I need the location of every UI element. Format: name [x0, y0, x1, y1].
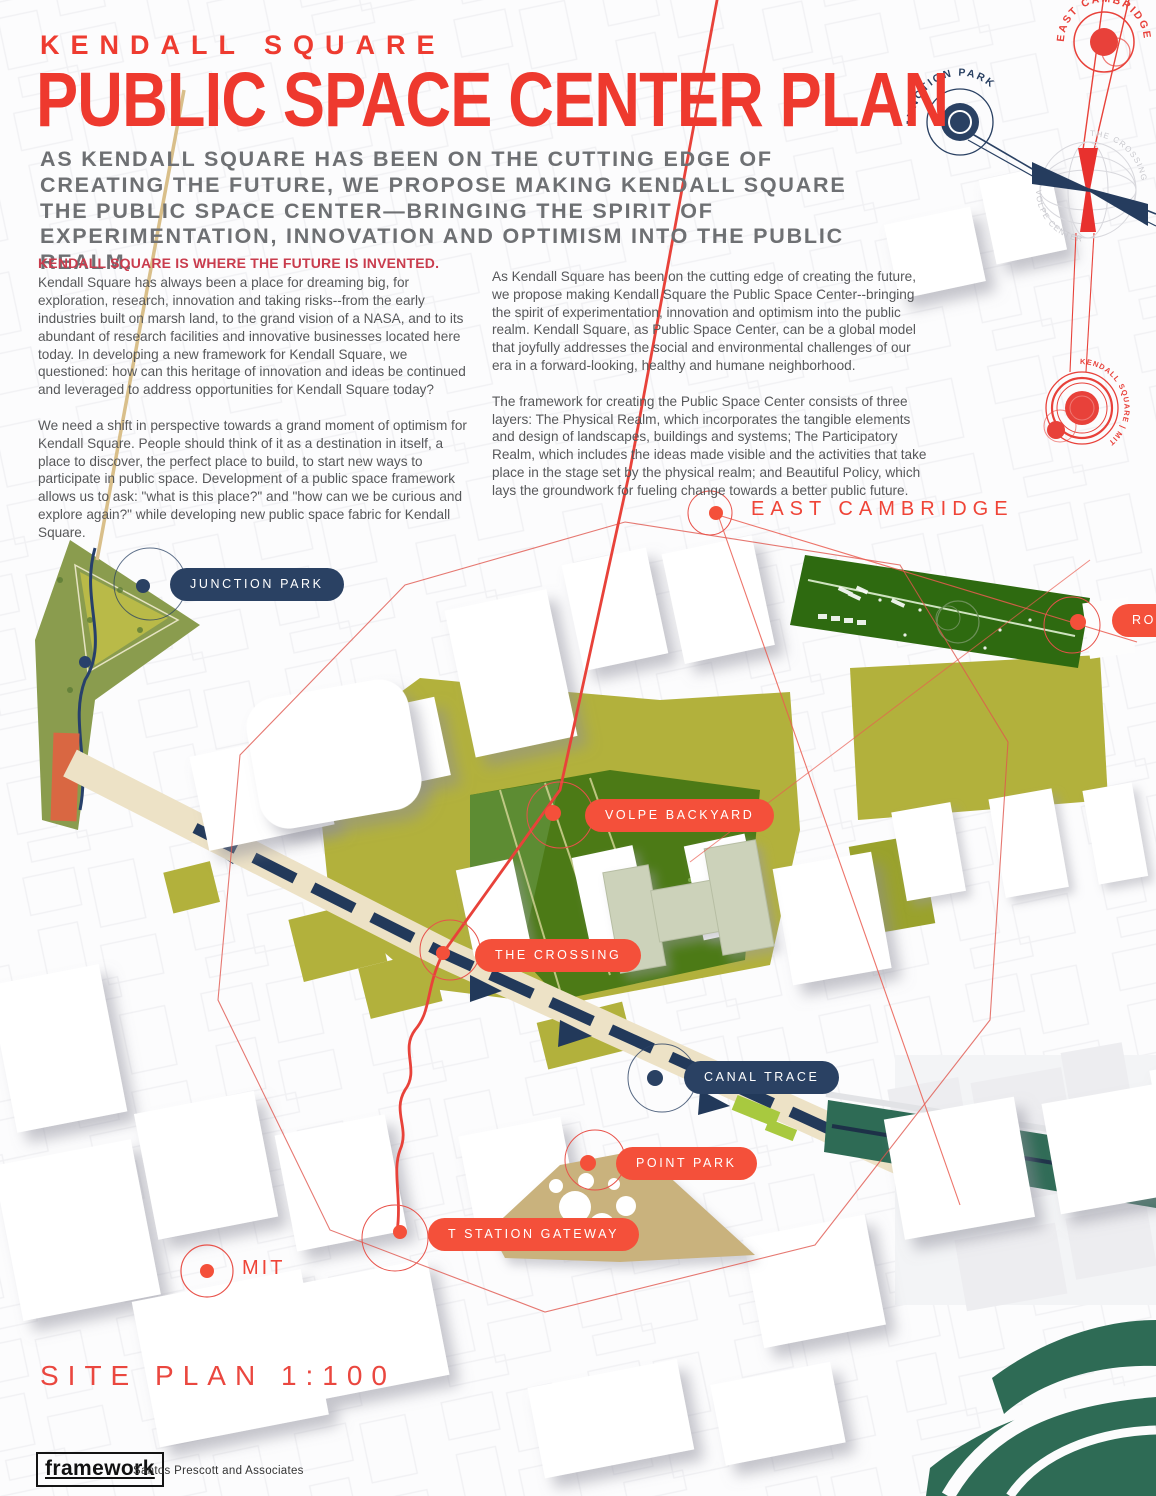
olive-park-areas — [163, 655, 1108, 1070]
diagram-kendall-mit-label: KENDALL SQUARE | MIT — [1080, 357, 1131, 448]
diagram-east-cambridge-label: EAST CAMBRIDGE — [1055, 0, 1151, 42]
gray-building-cluster — [887, 1042, 1156, 1312]
intro-right-paragraph-1: As Kendall Square has been on the cuttin… — [492, 269, 916, 373]
svg-text:EAST CAMBRIDGE: EAST CAMBRIDGE — [1055, 0, 1153, 42]
poster-kicker: KENDALL SQUARE — [40, 30, 446, 60]
diagram-volpe-center-label: VOLPE CENTER — [1034, 190, 1083, 244]
svg-text:KENDALL SQUARE | MIT: KENDALL SQUARE | MIT — [1080, 357, 1132, 448]
east-cambridge-park — [790, 555, 1136, 668]
diagram-crossing-sphere: THE CROSSING VOLPE CENTER — [1032, 129, 1149, 244]
canal-trace-water — [192, 823, 878, 1156]
firm-name: Santos Prescott and Associates — [133, 1465, 304, 1477]
intro-left-column: KENDALL SQUARE IS WHERE THE FUTURE IS IN… — [38, 254, 470, 559]
poster-subtitle: AS KENDALL SQUARE HAS BEEN ON THE CUTTIN… — [40, 147, 847, 275]
scale-label: SITE PLAN 1:100 — [40, 1360, 397, 1391]
svg-text:VOLPE CENTER: VOLPE CENTER — [1034, 190, 1084, 244]
diagram-the-crossing-label: THE CROSSING — [1090, 129, 1148, 182]
teal-channel-band — [824, 1091, 1156, 1208]
intro-left-paragraph-2: We need a shift in perspective towards a… — [38, 417, 467, 540]
label-canal-trace: CANAL TRACE — [684, 1061, 840, 1094]
label-east-cambridge: EAST CAMBRIDGE — [751, 498, 1014, 520]
svg-text:THE CROSSING: THE CROSSING — [1090, 129, 1149, 182]
map-markers — [113, 490, 1101, 1298]
label-volpe-backyard: VOLPE BACKYARD — [585, 799, 775, 832]
label-mit: MIT — [242, 1257, 286, 1279]
diagram-kendall-mit-badge: KENDALL SQUARE | MIT — [1043, 357, 1132, 448]
intro-heading: KENDALL SQUARE IS WHERE THE FUTURE IS IN… — [38, 255, 440, 271]
poster-title: PUBLIC SPACE CENTER PLAN — [36, 57, 949, 143]
label-junction-park: JUNCTION PARK — [170, 568, 344, 601]
intro-right-paragraph-2: The framework for creating the Public Sp… — [492, 393, 927, 498]
intro-right-column: As Kendall Square has been on the cuttin… — [492, 268, 928, 518]
label-point-park: POINT PARK — [616, 1147, 757, 1180]
label-t-station-gateway: T STATION GATEWAY — [428, 1218, 640, 1251]
diagram-east-cambridge-badge: EAST CAMBRIDGE — [1055, 0, 1153, 73]
river-interchange — [926, 1320, 1156, 1496]
label-rogers: ROG — [1112, 604, 1156, 637]
intro-left-paragraph-1: Kendall Square has always been a place f… — [38, 275, 466, 398]
label-the-crossing: THE CROSSING — [475, 939, 642, 972]
